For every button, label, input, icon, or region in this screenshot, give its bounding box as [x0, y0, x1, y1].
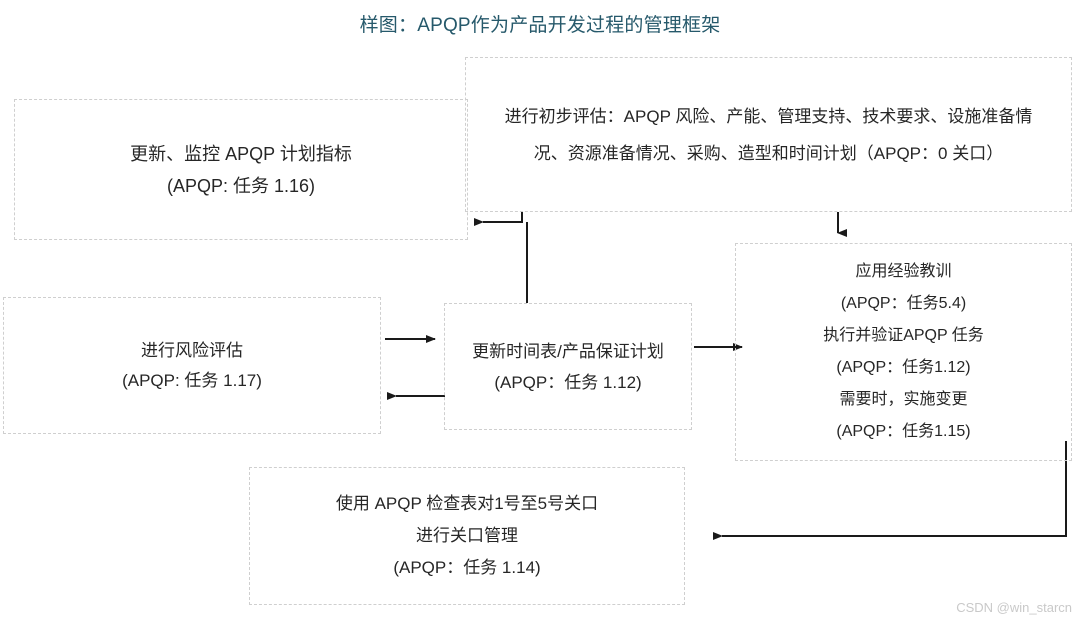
- node-text-line: (APQP：任务 1.14): [393, 558, 541, 577]
- node-text-line: 进行风险评估: [141, 340, 243, 360]
- node-update-monitor-apqp-plan-metrics[interactable]: 更新、监控 APQP 计划指标 (APQP: 任务 1.16): [14, 99, 468, 240]
- node-text-line: 使用 APQP 检查表对1号至5号关口: [335, 494, 599, 513]
- node-text-line: 需要时，实施变更: [839, 391, 968, 408]
- node-text-line: 更新、监控 APQP 计划指标: [130, 143, 352, 164]
- node-text-line: (APQP：任务 1.12): [494, 372, 642, 392]
- node-apply-lessons-learned-execute-verify[interactable]: 应用经验教训 (APQP：任务5.4) 执行并验证APQP 任务 (APQP：任…: [735, 243, 1072, 461]
- node-text-line: (APQP：任务1.12): [836, 359, 971, 376]
- node-perform-risk-assessment[interactable]: 进行风险评估 (APQP: 任务 1.17): [3, 297, 381, 434]
- node-update-timeline-product-assurance-plan[interactable]: 更新时间表/产品保证计划 (APQP：任务 1.12): [444, 303, 692, 430]
- node-text-line: (APQP：任务5.4): [840, 295, 967, 312]
- connector-initial-assessment-to-update-monitor: [474, 212, 523, 226]
- node-text-line: 况、资源准备情况、采购、造型和时间计划（APQP：0 关口）: [533, 143, 1004, 163]
- node-text-line: 应用经验教训: [855, 263, 952, 280]
- node-gate-management-checklist[interactable]: 使用 APQP 检查表对1号至5号关口 进行关口管理 (APQP：任务 1.14…: [249, 467, 685, 605]
- node-text-line: (APQP：任务1.15): [836, 423, 971, 440]
- node-text-line: (APQP: 任务 1.16): [166, 175, 316, 196]
- page-title: 样图：APQP作为产品开发过程的管理框架: [359, 15, 721, 36]
- node-text-line: (APQP: 任务 1.17): [122, 370, 262, 390]
- node-perform-initial-assessment[interactable]: 进行初步评估：APQP 风险、产能、管理支持、技术要求、设施准备情 况、资源准备…: [465, 57, 1072, 212]
- watermark: CSDN @win_starcn: [956, 600, 1072, 615]
- node-text-line: 执行并验证APQP 任务: [823, 327, 984, 344]
- node-text-line: 更新时间表/产品保证计划: [472, 341, 664, 361]
- node-text-line: 进行初步评估：APQP 风险、产能、管理支持、技术要求、设施准备情: [504, 106, 1033, 126]
- node-text-line: 进行关口管理: [416, 526, 518, 545]
